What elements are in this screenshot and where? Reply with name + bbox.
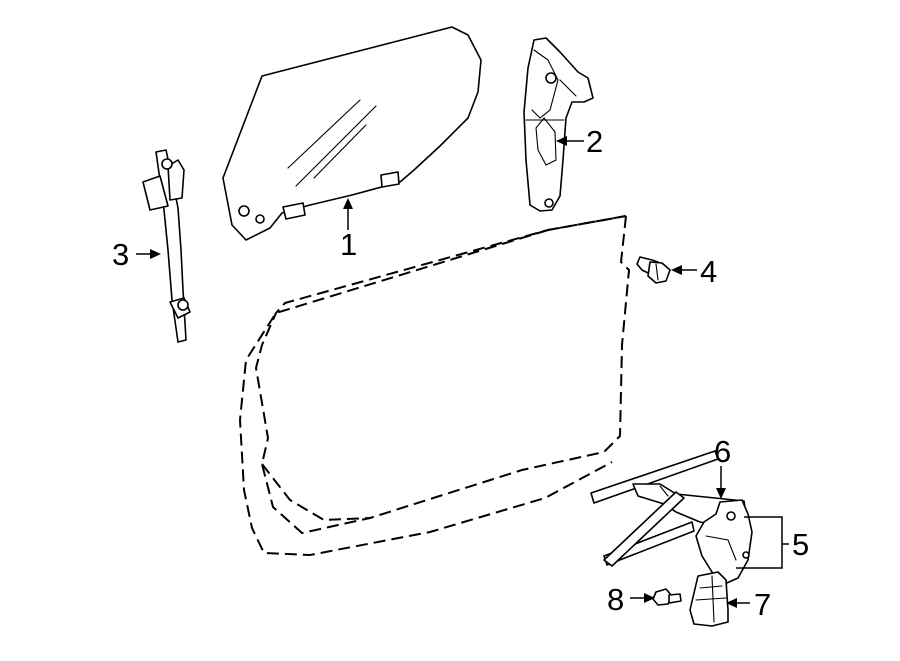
leader-6 <box>716 466 726 499</box>
door-glass <box>222 26 482 241</box>
regulator-motor <box>689 571 729 627</box>
leader-7 <box>726 598 750 608</box>
bolt <box>636 256 671 284</box>
rear-run-channel <box>523 37 594 212</box>
window-regulator <box>590 450 753 587</box>
leader-4 <box>671 265 697 275</box>
leader-3 <box>136 249 161 259</box>
front-run-channel <box>142 149 191 343</box>
small-bolt <box>652 588 682 606</box>
door-outline <box>239 215 630 556</box>
leader-5 <box>736 516 789 569</box>
leader-8 <box>630 593 655 603</box>
leader-1 <box>343 198 353 230</box>
callout-5: 5 <box>792 527 809 562</box>
callout-1: 1 <box>340 227 357 262</box>
callout-6: 6 <box>714 434 731 469</box>
leader-2 <box>556 136 584 146</box>
callout-3: 3 <box>112 237 129 272</box>
callout-7: 7 <box>754 587 771 622</box>
callout-4: 4 <box>700 254 717 289</box>
callout-8: 8 <box>607 582 624 617</box>
callout-2: 2 <box>586 124 603 159</box>
